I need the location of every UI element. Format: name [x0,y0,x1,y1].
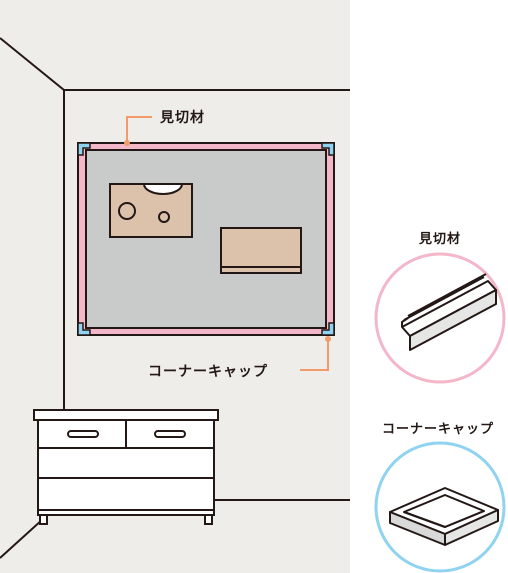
corner-cap-top-right [321,142,335,156]
pinned-paper [109,183,193,238]
corner-cap-bottom-right [321,322,335,336]
paper-magnet [142,183,184,195]
cap-leader-dot [325,336,331,342]
dresser [33,409,219,525]
board-shelf [220,227,302,274]
trim-callout-label: 見切材 [160,110,205,126]
trim-profile-icon [401,273,497,351]
corner-caps [77,142,335,336]
dresser-handle-left [67,430,99,438]
corner-cap-top-left [77,142,91,156]
trim-leader-line [126,116,152,143]
corner-cap-legend-title: コーナーキャップ [381,422,494,437]
trim-leader-dot [124,140,130,146]
paper-circle-large [118,202,136,220]
corner-cap-profile-icon [389,487,499,546]
trim-legend-title: 見切材 [418,232,461,247]
corner-cap-callout-label: コーナーキャップ [148,364,268,380]
corner-cap-bottom-left [77,322,91,336]
cap-leader-line [300,339,329,371]
dresser-handle-right [154,430,186,438]
paper-circle-small [158,211,170,223]
